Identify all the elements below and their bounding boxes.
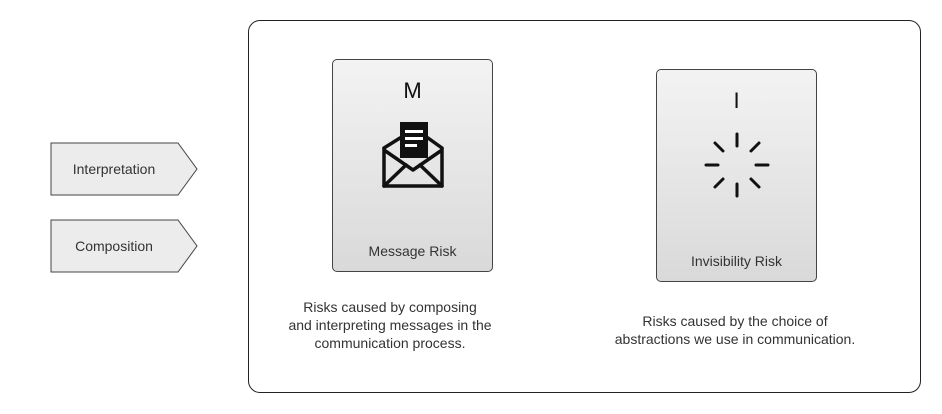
card-letter: I <box>733 88 740 113</box>
loading-spinner-icon <box>704 132 770 198</box>
invisibility-risk-description: Risks caused by the choice of abstractio… <box>600 312 870 348</box>
description-line: Risks caused by composing <box>303 299 477 315</box>
message-risk-card: M Message Risk <box>332 59 493 272</box>
interpretation-label: Interpretation <box>72 161 156 177</box>
interpretation-tag: Interpretation <box>50 142 200 196</box>
description-line: and interpreting messages in the <box>288 317 492 333</box>
composition-label: Composition <box>75 238 153 254</box>
composition-tag: Composition <box>50 219 200 273</box>
envelope-document-icon <box>382 122 444 188</box>
invisibility-risk-card: I Invisibility Risk <box>656 69 817 282</box>
arrow-tag-shape <box>50 219 198 273</box>
card-letter: M <box>403 78 422 103</box>
description-line: communication process. <box>314 335 466 351</box>
message-risk-label: Message Risk <box>368 243 457 259</box>
description-line: Risks caused by the choice of <box>642 313 828 329</box>
invisibility-risk-label: Invisibility Risk <box>690 253 782 269</box>
description-line: abstractions we use in communication. <box>614 331 856 347</box>
message-risk-description: Risks caused by composing and interpreti… <box>270 298 510 352</box>
risk-container <box>248 20 921 393</box>
arrow-tag-shape <box>50 142 198 196</box>
